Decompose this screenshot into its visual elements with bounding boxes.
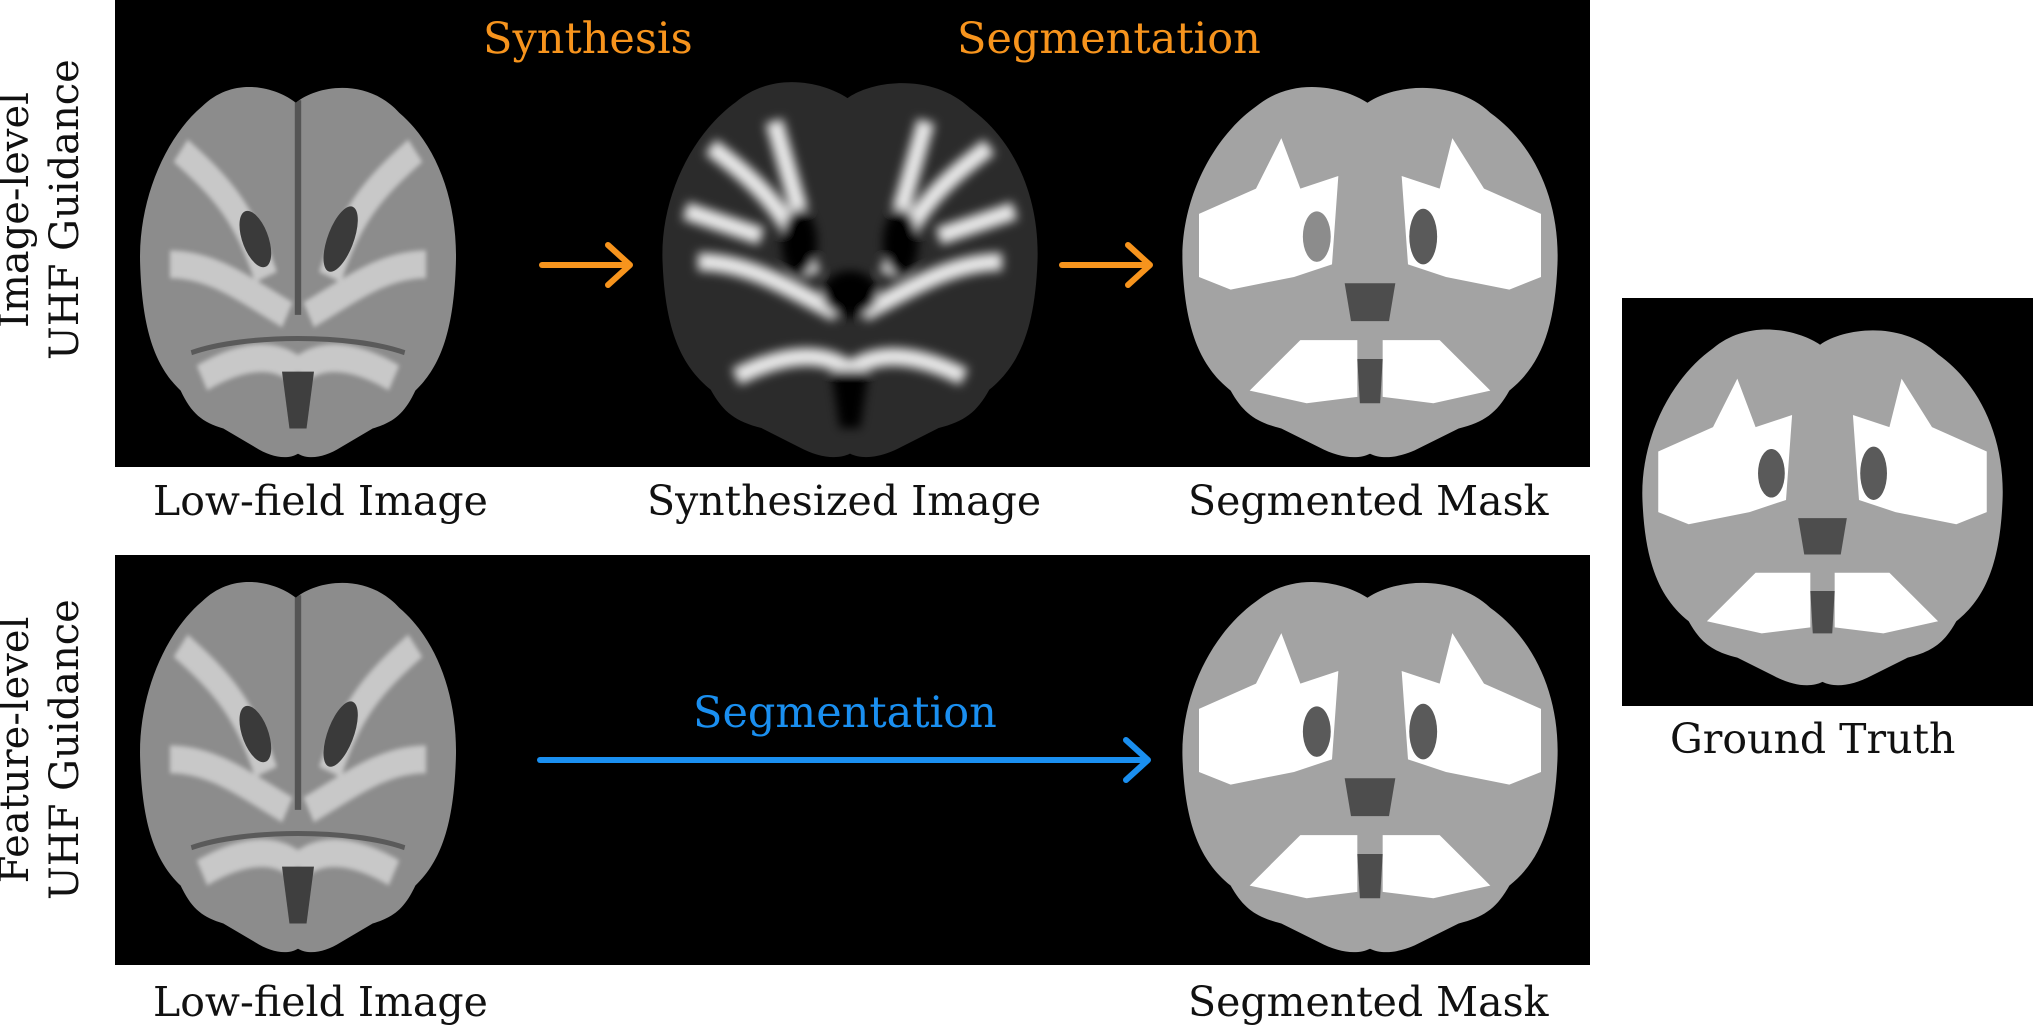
image-level-side-label-line2: UHF Guidance	[42, 59, 88, 360]
feature-level-side-label-line1: Feature-level	[0, 616, 38, 884]
segmented-mask-bottom	[1182, 581, 1558, 953]
synthesized-image	[662, 82, 1038, 458]
synthesis-arrow	[539, 242, 633, 288]
caption-low-field-image-bottom: Low-field Image	[153, 978, 488, 1026]
caption-low-field-image-top: Low-field Image	[153, 477, 488, 525]
low-field-image-top	[140, 86, 457, 458]
feature-level-side-label-line2: UHF Guidance	[42, 599, 88, 900]
feature-level-side-label: Feature-level UHF Guidance	[0, 599, 90, 900]
segmentation-arrow-top	[1059, 242, 1153, 288]
segmentation-step-label-bottom: Segmentation	[693, 688, 997, 738]
image-level-side-label: Image-level UHF Guidance	[0, 59, 90, 360]
low-field-image-bottom	[140, 581, 457, 953]
caption-synthesized-image: Synthesized Image	[647, 477, 1042, 525]
segmented-mask-top	[1182, 86, 1558, 458]
caption-ground-truth: Ground Truth	[1670, 715, 1956, 763]
caption-segmented-mask-bottom: Segmented Mask	[1188, 978, 1549, 1026]
segmentation-arrow-bottom	[537, 737, 1151, 783]
ground-truth-mask	[1642, 329, 2003, 686]
segmentation-step-label-top: Segmentation	[957, 14, 1261, 64]
caption-segmented-mask-top: Segmented Mask	[1188, 477, 1549, 525]
image-level-side-label-line1: Image-level	[0, 92, 38, 328]
synthesis-step-label: Synthesis	[483, 14, 693, 64]
